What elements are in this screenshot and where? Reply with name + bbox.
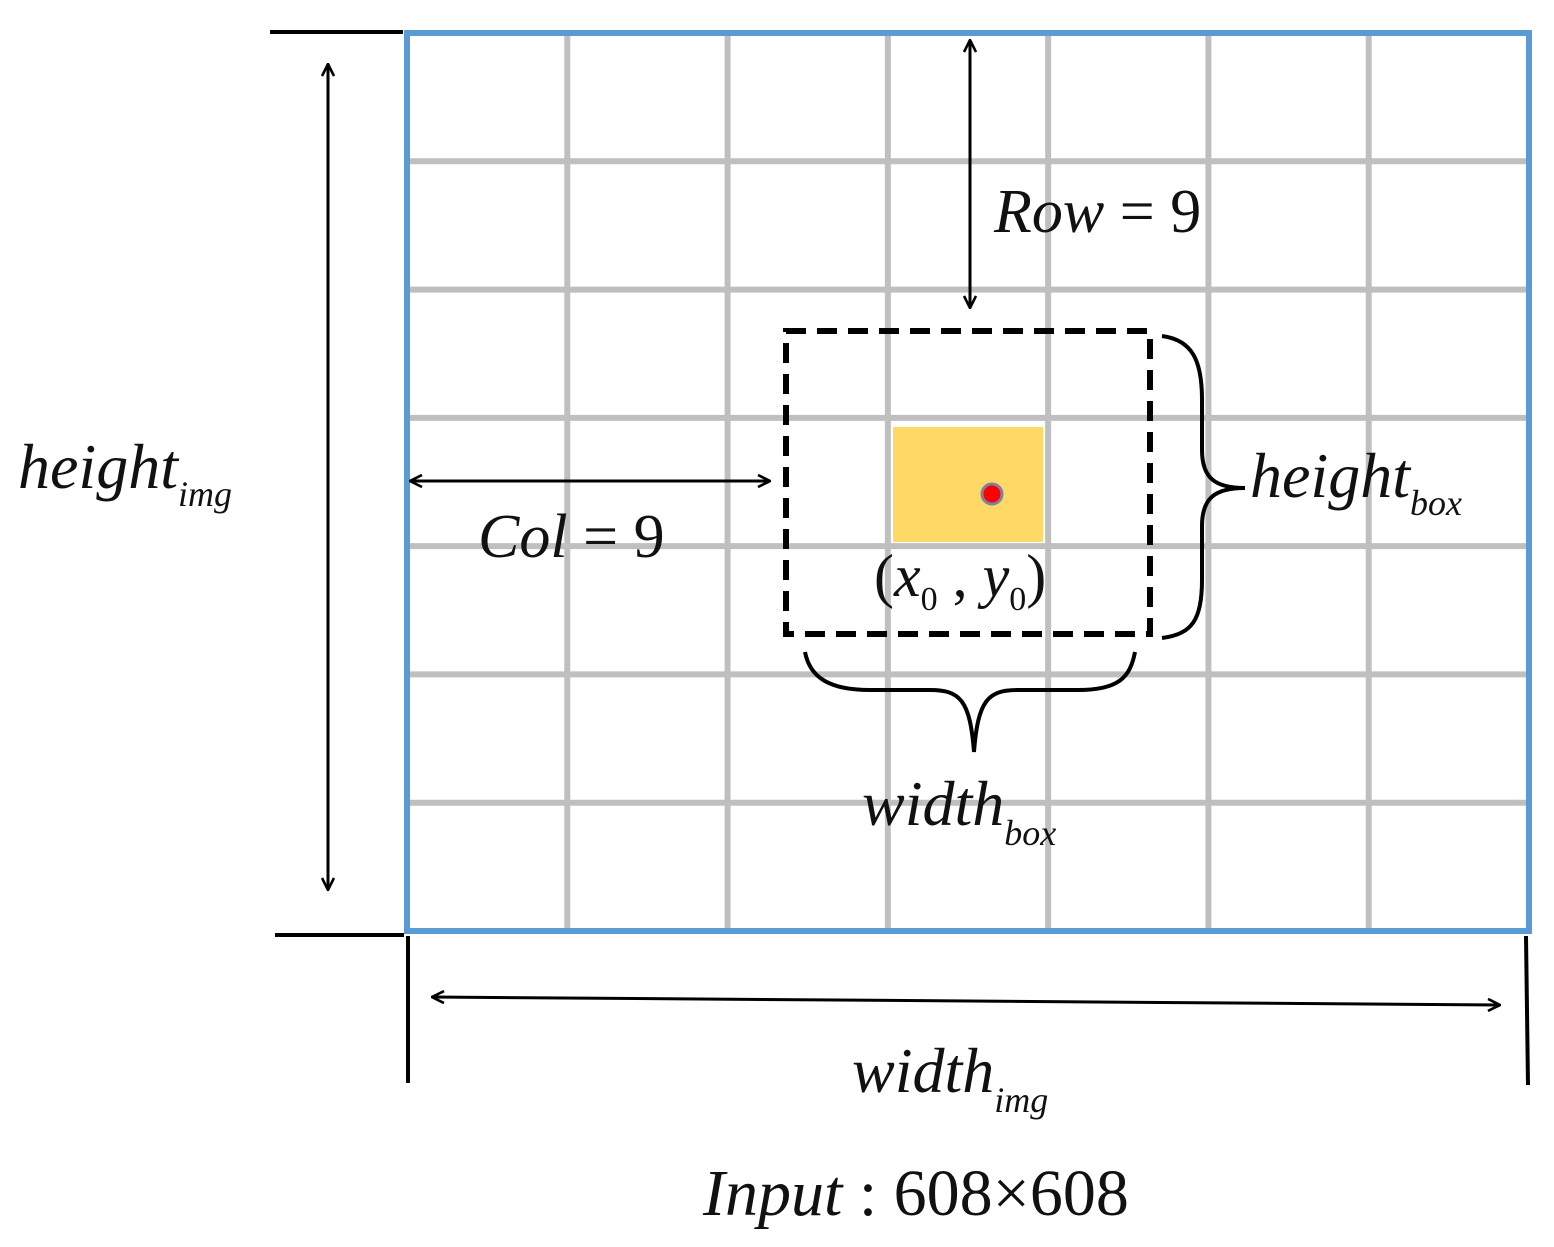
- center-coordinate-label: (x0 , y0): [874, 543, 1046, 618]
- bounding-box: [783, 328, 1153, 637]
- input-size-label: Input : 608×608: [702, 1157, 1129, 1230]
- width-box-brace: [803, 651, 1137, 753]
- height-box-brace: [1161, 334, 1246, 640]
- center-cell: [893, 427, 1043, 542]
- center-point: [980, 482, 1004, 506]
- width-box-label: widthbox: [862, 768, 1056, 853]
- height-box-label: heightbox: [1250, 440, 1462, 523]
- width-img-right-tick: [1524, 935, 1530, 1086]
- width-img-arrow: [432, 997, 1500, 1005]
- height-img-label: heightimg: [18, 431, 232, 514]
- row-label: Row = 9: [993, 178, 1201, 246]
- col-label: Col = 9: [478, 503, 665, 571]
- image-border: [404, 30, 1532, 934]
- grid-lines: [407, 33, 1529, 931]
- width-img-label: widthimg: [852, 1035, 1048, 1120]
